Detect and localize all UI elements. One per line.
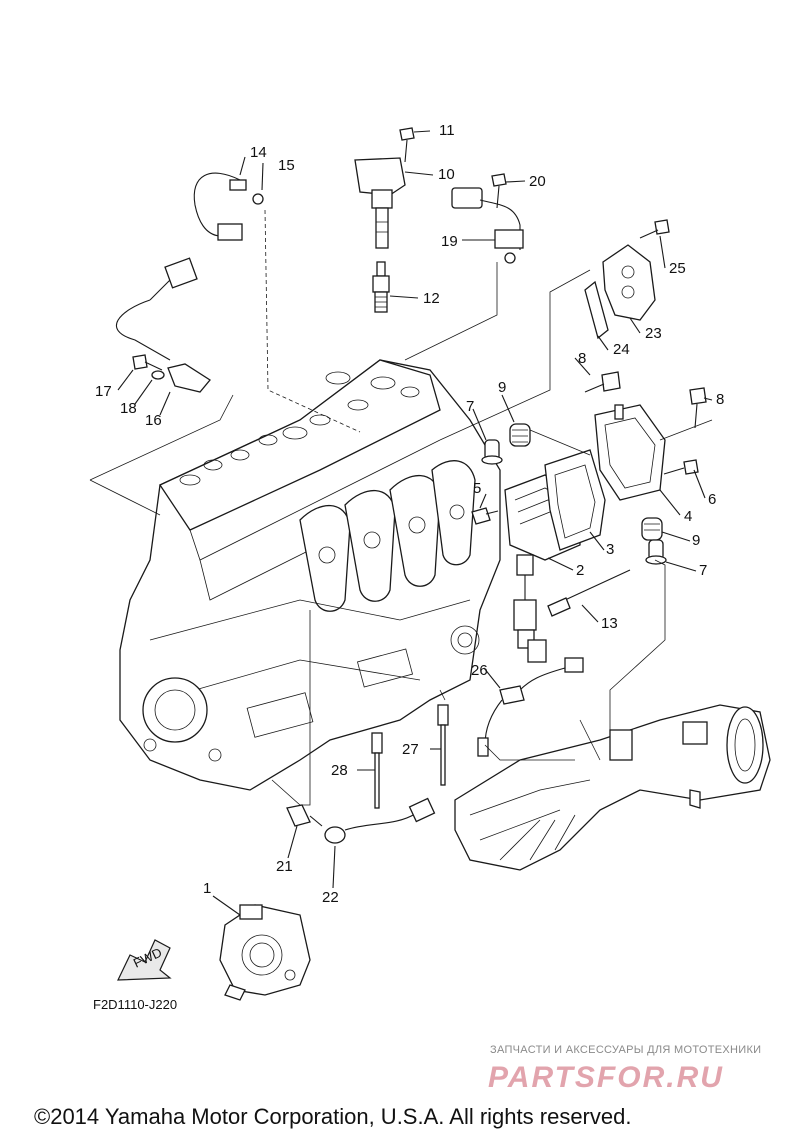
callout-18: 18 [120, 400, 137, 417]
callout-12: 12 [423, 290, 440, 307]
callout-24: 24 [613, 341, 630, 358]
temperature-sensor [477, 657, 584, 757]
callout-3: 3 [606, 541, 614, 558]
callout-leaders [117, 130, 713, 916]
callout-11: 11 [439, 122, 455, 139]
exhaust-manifold [454, 704, 771, 871]
callout-22: 22 [322, 889, 339, 906]
callout-2: 2 [576, 562, 584, 579]
ignition-coil [354, 157, 406, 249]
callout-7b: 7 [699, 562, 707, 579]
long-bolt [547, 569, 631, 617]
callout-9a: 9 [498, 379, 506, 396]
callout-labels: 1 2 3 4 5 6 7 7 8 8 9 9 10 11 12 13 14 1… [95, 122, 724, 906]
throttle-sensor-group [584, 244, 656, 340]
callout-5: 5 [473, 480, 481, 497]
callout-19: 19 [441, 233, 458, 250]
callout-15: 15 [278, 157, 295, 174]
callout-20: 20 [529, 173, 546, 190]
throttle-body [219, 904, 311, 1001]
callout-23: 23 [645, 325, 662, 342]
gasket-plate [544, 449, 606, 551]
callout-26: 26 [471, 662, 488, 679]
cover-plate [594, 404, 666, 501]
callout-10: 10 [438, 166, 455, 183]
diagram-code: F2D1110-J220 [93, 997, 177, 1012]
watermark-logo: PARTSFOR.RU [488, 1061, 724, 1094]
knock-sensor-group [286, 797, 436, 844]
watermark: ЗАПЧАСТИ И АКСЕССУАРЫ ДЛЯ МОТОТЕХНИКИ PA… [488, 1044, 761, 1094]
cable-ties [371, 704, 449, 809]
callout-14: 14 [250, 144, 267, 161]
copyright-notice: ©2014 Yamaha Motor Corporation, U.S.A. A… [34, 1104, 631, 1129]
guide-lines [89, 209, 713, 806]
callout-1: 1 [203, 880, 211, 897]
callout-21: 21 [276, 858, 293, 875]
grommets [481, 423, 667, 565]
callout-17: 17 [95, 383, 112, 400]
callout-4: 4 [684, 508, 692, 525]
callout-28: 28 [331, 762, 348, 779]
bolts [132, 127, 707, 525]
callout-16: 16 [145, 412, 162, 429]
callout-25: 25 [669, 260, 686, 277]
callout-13: 13 [601, 615, 618, 632]
engine-block [119, 359, 501, 791]
pressure-sensor [451, 187, 524, 264]
fwd-arrow-icon: FWD [117, 939, 172, 981]
callout-8b: 8 [716, 391, 724, 408]
callout-7a: 7 [466, 398, 474, 415]
callout-6: 6 [708, 491, 716, 508]
spark-plug [372, 261, 390, 313]
callout-27: 27 [402, 741, 419, 758]
callout-8a: 8 [578, 350, 586, 367]
watermark-tagline: ЗАПЧАСТИ И АКСЕССУАРЫ ДЛЯ МОТОТЕХНИКИ [490, 1044, 761, 1056]
callout-9b: 9 [692, 532, 700, 549]
sensor-leads [115, 172, 264, 393]
